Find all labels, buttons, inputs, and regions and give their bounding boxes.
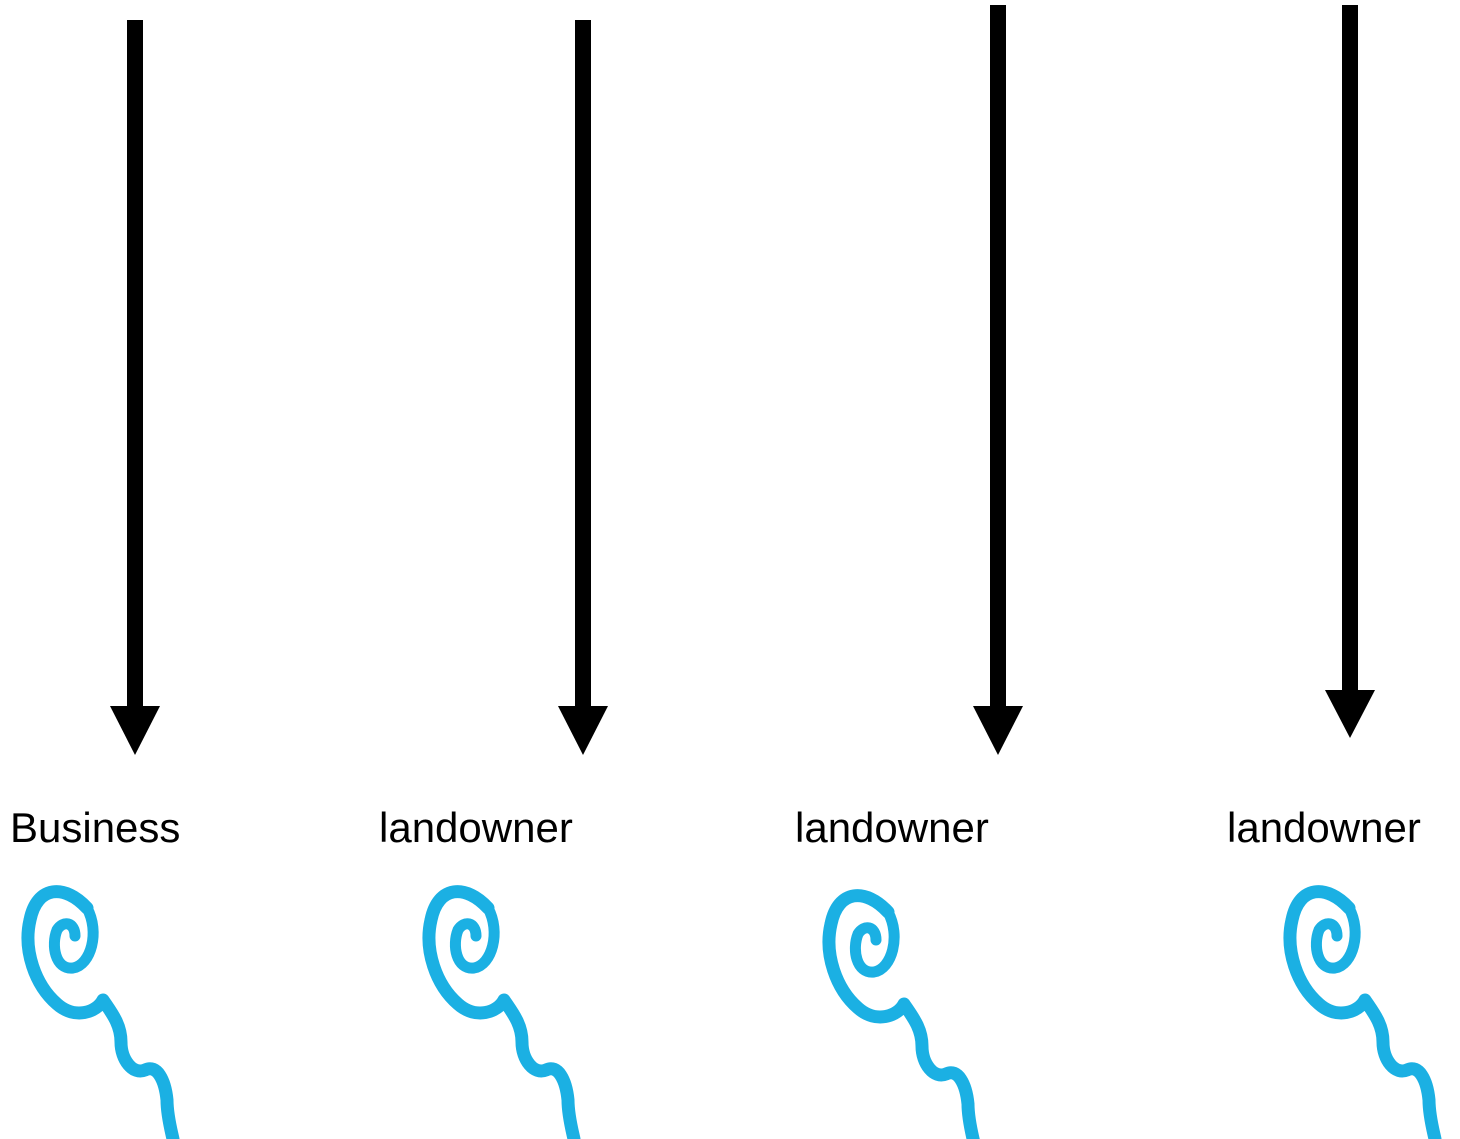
arrow-down-icon <box>110 20 160 755</box>
column-label: landowner <box>1227 804 1421 851</box>
column-label: landowner <box>795 804 989 851</box>
arrow-down-icon <box>558 20 608 755</box>
column-business: Business <box>10 20 180 1139</box>
column-landowner-1: landowner <box>379 20 608 1139</box>
squiggle-spiral-icon <box>829 896 974 1139</box>
squiggle-spiral-icon <box>28 892 173 1139</box>
squiggle-spiral-icon <box>1290 892 1435 1139</box>
column-label: Business <box>10 804 180 851</box>
squiggle-spiral-icon <box>429 892 574 1139</box>
column-label: landowner <box>379 804 573 851</box>
arrow-down-icon <box>973 5 1023 755</box>
column-landowner-2: landowner <box>795 5 1023 1139</box>
column-landowner-3: landowner <box>1227 5 1435 1139</box>
arrow-down-icon <box>1325 5 1375 738</box>
